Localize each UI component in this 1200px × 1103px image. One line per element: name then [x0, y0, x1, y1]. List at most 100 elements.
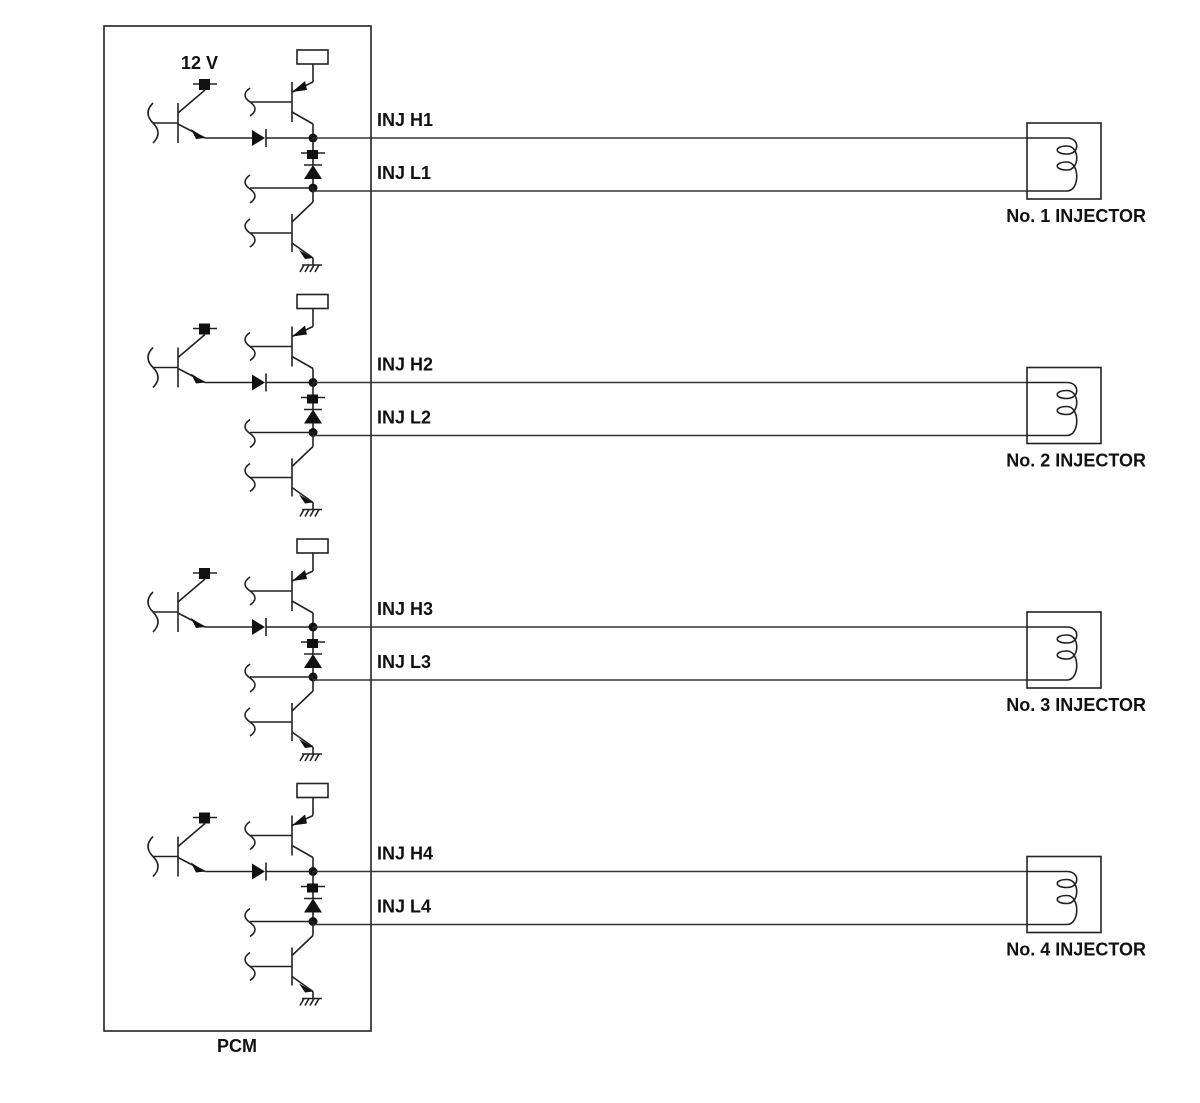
resistor-icon	[296, 293, 329, 310]
terminal-icon	[193, 568, 217, 579]
npn-transistor-icon	[244, 49, 329, 138]
diode-triangle	[304, 654, 322, 668]
resistor-icon	[296, 782, 329, 799]
input-signal-icon	[244, 907, 256, 938]
resistor-icon	[296, 49, 329, 65]
supply-terminal-square	[199, 568, 210, 579]
transistor-collector	[177, 578, 206, 603]
transistor-collector	[291, 690, 314, 712]
ground-icon	[299, 753, 322, 762]
ground-hatch	[309, 509, 315, 517]
emitter-arrow-icon	[299, 983, 313, 993]
ground-hatch	[299, 998, 305, 1006]
transistor-emitter	[291, 486, 314, 504]
transistor-collector	[177, 333, 206, 359]
pcm-box	[103, 25, 372, 1032]
ground-hatch	[304, 753, 310, 762]
emitter-arrow-icon	[292, 814, 307, 826]
emitter-arrow-icon	[191, 862, 205, 873]
emitter-arrow-icon	[299, 250, 313, 259]
ground-hatch	[304, 509, 310, 517]
diode-triangle	[304, 898, 322, 913]
npn-transistor-icon	[147, 573, 206, 633]
diode-triangle	[252, 130, 265, 146]
injector-label: No. 4 INJECTOR	[1006, 940, 1146, 960]
transistor-collector	[291, 934, 314, 957]
transistor-collector	[291, 844, 314, 859]
supply-voltage-label: 12 V	[181, 53, 218, 73]
transistor-collector	[177, 822, 206, 848]
injector-box	[1026, 855, 1102, 934]
ground-hatch	[309, 998, 315, 1006]
transistor-collector	[291, 445, 314, 468]
inj-low-label: INJ L3	[377, 652, 431, 672]
npn-transistor-icon	[244, 782, 329, 872]
emitter-arrow-icon	[292, 81, 307, 92]
inj-high-label: INJ H4	[377, 844, 433, 864]
injector-box	[1026, 611, 1102, 689]
diode-icon	[252, 129, 267, 147]
emitter-arrow-icon	[299, 739, 313, 748]
transistor-collector	[291, 201, 314, 223]
ground-hatch	[314, 998, 320, 1006]
ground-hatch	[304, 264, 310, 273]
terminal-icon	[301, 394, 325, 404]
npn-transistor-icon	[147, 328, 206, 389]
diode-icon	[304, 653, 322, 668]
transistor-collector	[291, 111, 314, 125]
supply-terminal-square	[199, 79, 210, 90]
inj-high-label: INJ H3	[377, 599, 433, 619]
transistor-collector	[291, 600, 314, 614]
diode-icon	[252, 618, 267, 636]
supply-terminal-square	[199, 812, 210, 824]
ground-hatch	[309, 753, 315, 762]
transistor-emitter	[291, 242, 314, 259]
injector-label: No. 2 INJECTOR	[1006, 451, 1146, 471]
emitter-arrow-icon	[292, 570, 307, 581]
emitter-arrow-icon	[191, 373, 205, 384]
terminal-icon	[193, 79, 217, 90]
terminal-icon	[193, 812, 217, 824]
resistor-icon	[296, 538, 329, 554]
npn-transistor-icon	[244, 432, 314, 510]
input-signal-icon	[244, 418, 256, 449]
ground-hatch	[299, 753, 305, 762]
injector-coil-icon	[1056, 381, 1078, 437]
inj-low-label: INJ L4	[377, 897, 431, 917]
ground-hatch	[304, 998, 310, 1006]
ground-icon	[299, 264, 322, 273]
npn-transistor-icon	[147, 84, 206, 144]
injector-label: No. 1 INJECTOR	[1006, 206, 1146, 226]
transistor-collector	[177, 89, 206, 114]
ground-hatch	[299, 264, 305, 273]
diode-icon	[304, 164, 322, 179]
clamp-terminal-square	[307, 639, 318, 648]
clamp-terminal-square	[307, 883, 318, 893]
injector-channel: INJ H4 INJ L4 No. 4 INJECTOR	[147, 782, 1146, 1006]
diode-triangle	[304, 409, 322, 424]
ground-hatch	[314, 264, 320, 273]
ground-hatch	[299, 509, 305, 517]
clamp-terminal-square	[307, 394, 318, 404]
diode-triangle	[252, 619, 265, 635]
supply-terminal-square	[199, 323, 210, 335]
npn-transistor-icon	[244, 538, 329, 627]
ground-hatch	[314, 753, 320, 762]
diode-icon	[252, 373, 267, 392]
injector-label: No. 3 INJECTOR	[1006, 695, 1146, 715]
npn-transistor-icon	[244, 677, 314, 754]
emitter-arrow-icon	[299, 494, 313, 504]
diode-icon	[252, 862, 267, 881]
terminal-icon	[301, 883, 325, 893]
inj-low-label: INJ L1	[377, 163, 431, 183]
emitter-arrow-icon	[191, 618, 205, 628]
injector-box	[1026, 122, 1102, 200]
injector-box	[1026, 366, 1102, 445]
terminal-icon	[193, 323, 217, 335]
transistor-collector	[291, 355, 314, 370]
pcm-label: PCM	[217, 1036, 257, 1056]
